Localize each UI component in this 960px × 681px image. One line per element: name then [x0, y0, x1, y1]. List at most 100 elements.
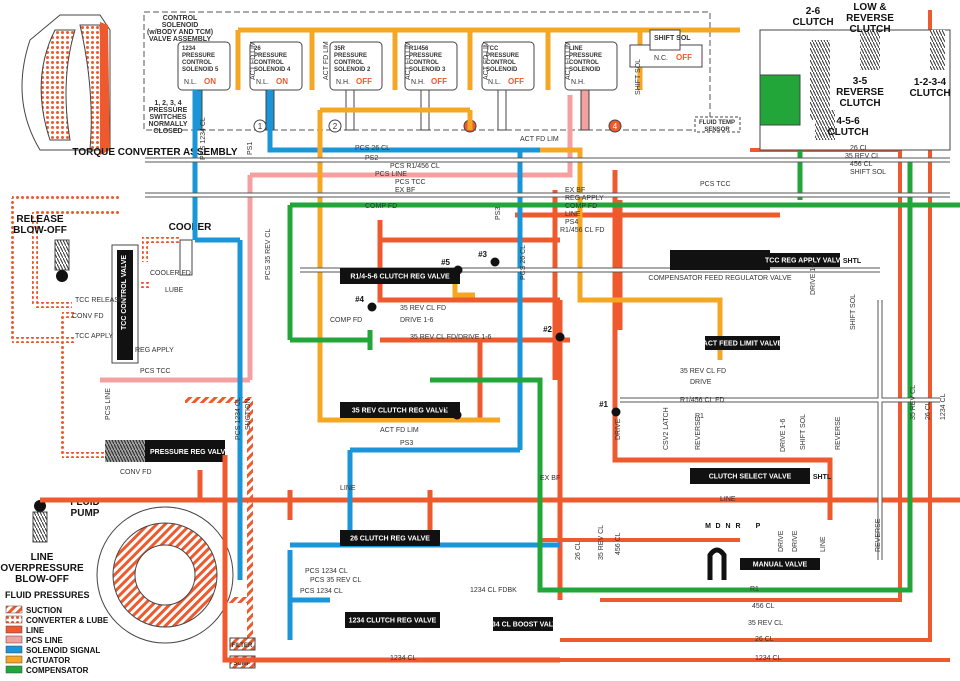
legend-item: LINE — [5, 625, 45, 635]
passage-label-reverse: REVERSE — [835, 416, 842, 450]
checkball-number: #2 — [543, 325, 552, 334]
passage-label-rev-cl-35: 35 REV CL — [845, 153, 880, 160]
compensator-feed-regulator-valve: COMPENSATOR FEED REGULATOR VALVE — [648, 250, 792, 282]
passage-label-drive: DRIVE — [792, 530, 799, 552]
passage-label-act-fd-lim: ACT FD LIM — [323, 41, 330, 80]
shtl-label: SHTL — [843, 258, 862, 265]
passage-label-act-fd-lim: ACT FD LIM — [520, 136, 559, 143]
sump-label: SUMP — [233, 661, 250, 667]
valve-label: COMPENSATOR FEED REGULATOR VALVE — [648, 275, 791, 282]
solenoid-type: N.H. — [411, 79, 425, 86]
passage-label-act-fd-lim: ACT FD LIM — [405, 41, 412, 80]
passage-label-r1-456-cl-fd: R1/456 CL FD — [560, 227, 604, 234]
pressure-switch: 1 — [253, 119, 267, 133]
checkball-number: #5 — [441, 258, 450, 267]
circuit-lines — [40, 10, 960, 663]
pressure-switch: 4 — [608, 119, 622, 133]
checkball-number: #1 — [599, 400, 608, 409]
passage-label-act-fd-lim: ACT FD LIM — [483, 41, 490, 80]
passage-label-act-fd-lim: ACT FD LIM — [250, 41, 257, 80]
legend-swatch — [5, 615, 23, 624]
passage-label-ps3: PS3 — [400, 440, 413, 447]
passage-label-pcs-35-rev-cl: PCS 35 REV CL — [310, 577, 361, 584]
legend-item: ACTUATOR — [5, 655, 70, 665]
passage-label-reverse: REVERSE — [875, 518, 882, 552]
26-clutch-reg-valve: 26 CLUTCH REG VALVE — [340, 530, 440, 546]
passage-label-pcs-35-rev-cl: PCS 35 REV CL — [265, 229, 272, 280]
1234-cl-boost-valve: 1234 CL BOOST VALVE — [484, 617, 562, 631]
passage-label-drive: DRIVE — [615, 418, 622, 440]
1234-clutch-reg-valve: 1234 CLUTCH REG VALVE — [345, 612, 440, 628]
valve-label: 35 REV CLUTCH REG VALVE — [352, 408, 449, 415]
passage-label-act-fd-lim: ACT FD LIM — [565, 41, 572, 80]
passage-label-act-fd-lim: ACT FD LIM — [380, 427, 419, 434]
checkball: #4 — [355, 295, 377, 312]
solenoid-type: N.H. — [336, 79, 350, 86]
legend-swatch — [5, 625, 23, 634]
solenoid-type: N.L. — [488, 79, 501, 86]
valve-label: CLUTCH SELECT VALVE — [709, 474, 792, 481]
legend-label: COMPENSATOR — [26, 666, 89, 675]
passage-label-line: LINE — [820, 536, 827, 552]
clutch-select-valve: CLUTCH SELECT VALVE SHTL — [690, 468, 832, 484]
passage-label-reg-apply: REG APPLY — [565, 195, 604, 202]
tcc-control-valve-label: TCC CONTROL VALVE — [121, 255, 128, 330]
shift-solenoid: SHIFT SOL N.C. OFF — [629, 29, 703, 68]
passage-label-cl-1234: 1234 CL — [940, 393, 947, 420]
solenoid-state: OFF — [508, 77, 524, 86]
valve-label: 26 CLUTCH REG VALVE — [350, 536, 430, 543]
valve-label: ACT FEED LIMIT VALVE — [703, 341, 783, 348]
passage-label-ex-bf: EX BF — [540, 475, 560, 482]
passage-label-comp-fd: COMP FD — [365, 203, 397, 210]
passage-label-comp-fd: COMP FD — [565, 203, 597, 210]
passage-label-pcs-26-cl: PCS 26 CL — [355, 145, 390, 152]
legend-label: CONVERTER & LUBE — [26, 616, 109, 625]
checkball-number: #6 — [440, 403, 449, 412]
passage-label-reg-apply: REG APPLY — [135, 347, 174, 354]
legend-item: COMPENSATOR — [5, 665, 89, 675]
passage-label-cl-1234: 1234 CL — [390, 655, 417, 662]
passage-label-suction: SUCTION — [245, 399, 252, 431]
solenoid-state: ON — [276, 77, 288, 86]
passage-label-r1: R1 — [750, 586, 759, 593]
passage-label-rev-cl-fd-35: 35 REV CL FD — [680, 368, 726, 375]
passage-label-cl-26: 26 CL — [755, 636, 774, 643]
gear-position-label: M — [705, 523, 711, 530]
shtl-label: SHTL — [813, 474, 832, 481]
valve-label: 1234 CL BOOST VALVE — [484, 622, 562, 629]
passage-label-cl-1234-fdbk: 1234 CL FDBK — [470, 587, 517, 594]
checkball: #2 — [543, 325, 565, 342]
legend-swatch — [5, 635, 23, 644]
torque-converter: TORQUE CONVERTER ASSEMBLY — [21, 14, 238, 158]
passage-label-ex-bf: EX BF — [565, 187, 585, 194]
solenoid-state: OFF — [431, 77, 447, 86]
passage-label-tcc-release: TCC RELEASE — [75, 297, 124, 304]
passage-label-line: LINE — [565, 211, 581, 218]
legend-label: SUCTION — [26, 606, 62, 615]
pressure-reg-valve: PRESSURE REG VALVE — [105, 440, 230, 462]
passage-label-cl-456: 456 CL — [850, 161, 873, 168]
solenoid-state: OFF — [356, 77, 372, 86]
passage-label-conv-fd: CONV FD — [120, 469, 152, 476]
shift-sol-state: OFF — [676, 53, 692, 62]
passage-label-cl-26: 26 CL — [575, 541, 582, 560]
shift-sol-type: N.C. — [654, 55, 668, 62]
legend-item: PCS LINE — [5, 635, 64, 645]
passage-label-lube: LUBE — [165, 287, 184, 294]
